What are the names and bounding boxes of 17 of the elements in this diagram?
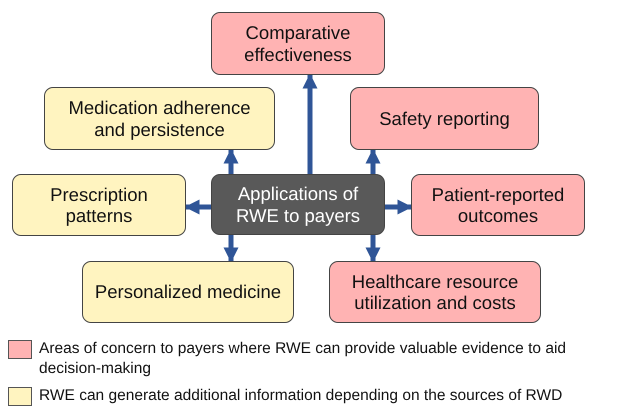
topic-box: Healthcare resource utilization and costs — [329, 261, 541, 323]
central-box: Applications of RWE to payers — [211, 174, 385, 235]
topic-box: Medication adherence and persistence — [44, 87, 275, 150]
topic-box: Safety reporting — [350, 87, 539, 150]
legend-text: RWE can generate additional information depending on the sources of RWD — [39, 386, 562, 406]
arrow — [302, 74, 318, 174]
arrow — [366, 148, 380, 174]
topic-box: Prescription patterns — [12, 174, 186, 236]
topic-box: Comparative effectiveness — [211, 12, 385, 75]
arrow — [224, 235, 238, 262]
arrow — [184, 200, 211, 214]
arrow — [224, 148, 238, 174]
arrow — [366, 235, 380, 262]
legend-text: Areas of concern to payers where RWE can provide valuable evidence to aid decision-making — [39, 339, 568, 380]
topic-box: Patient-reported outcomes — [411, 174, 585, 236]
arrow — [385, 200, 412, 214]
topic-box: Personalized medicine — [82, 261, 294, 323]
